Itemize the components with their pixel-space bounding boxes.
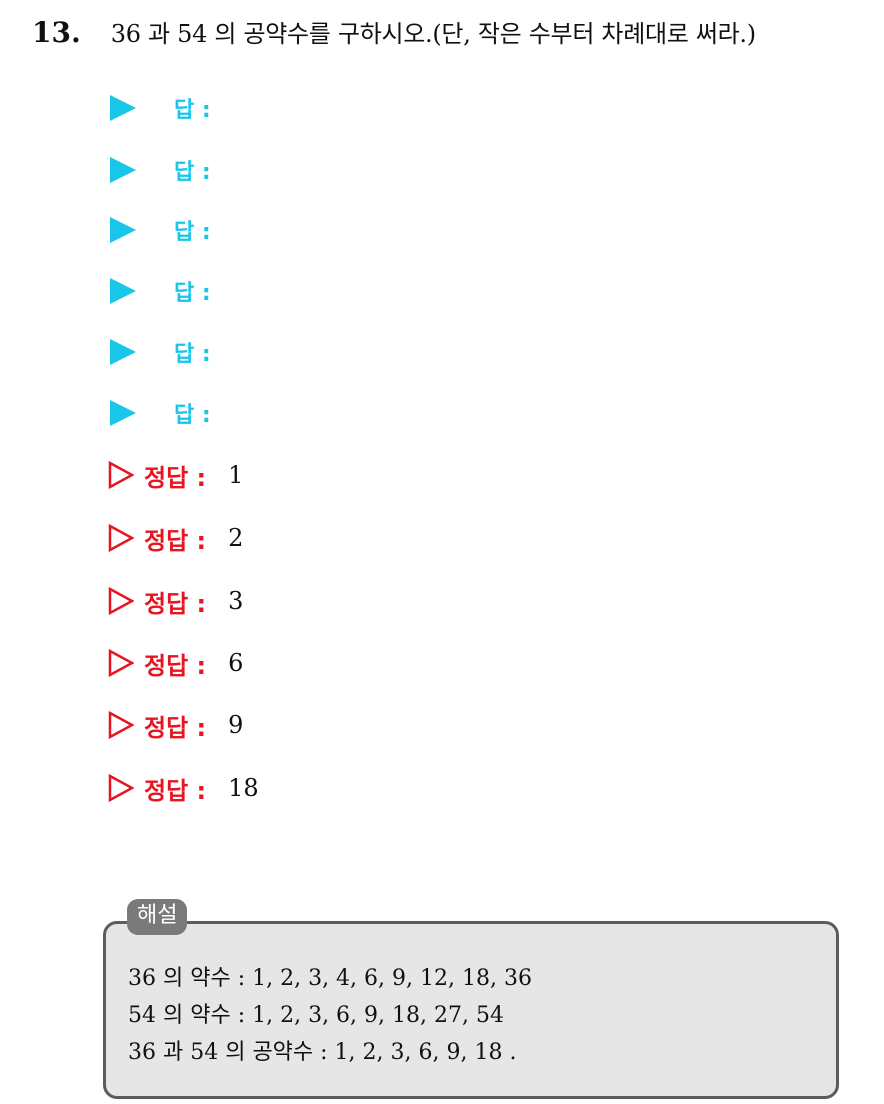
explanation-line: 54 의 약수 : 1, 2, 3, 6, 9, 18, 27, 54 (128, 1003, 504, 1028)
answer-label: 답 : (174, 220, 211, 245)
solution-row: 정답 : 2 (108, 518, 243, 558)
solution-label: 정답 : (144, 776, 207, 805)
solution-label: 정답 : (144, 526, 207, 555)
answer-row[interactable]: 답 : (110, 273, 211, 309)
solution-label: 정답 : (144, 589, 207, 618)
answer-row[interactable]: 답 : (110, 152, 211, 188)
outline-triangle-icon (108, 711, 134, 739)
play-triangle-icon (110, 339, 136, 365)
outline-triangle-icon (108, 461, 134, 489)
solution-value: 6 (228, 649, 244, 677)
outline-triangle-icon (108, 774, 134, 802)
solution-value: 18 (228, 774, 259, 802)
answer-label: 답 : (174, 342, 211, 367)
answer-row[interactable]: 답 : (110, 90, 211, 126)
outline-triangle-icon (108, 524, 134, 552)
outline-triangle-icon (108, 649, 134, 677)
explanation-line: 36 과 54 의 공약수 : 1, 2, 3, 6, 9, 18 . (128, 1040, 517, 1065)
solution-row: 정답 : 1 (108, 455, 243, 495)
play-triangle-icon (110, 400, 136, 426)
solution-value: 1 (228, 461, 244, 489)
answer-row[interactable]: 답 : (110, 334, 211, 370)
solution-label: 정답 : (144, 651, 207, 680)
play-triangle-icon (110, 95, 136, 121)
outline-triangle-icon (108, 587, 134, 615)
answer-label: 답 : (174, 160, 211, 185)
play-triangle-icon (110, 278, 136, 304)
question-text: 36 과 54 의 공약수를 구하시오.(단, 작은 수부터 차례대로 써라.) (110, 20, 756, 48)
solution-value: 9 (228, 711, 244, 739)
play-triangle-icon (110, 217, 136, 243)
solution-row: 정답 : 6 (108, 643, 243, 683)
answer-label: 답 : (174, 281, 211, 306)
question-line: 13. 36 과 54 의 공약수를 구하시오.(단, 작은 수부터 차례대로 … (32, 14, 756, 49)
solution-row: 정답 : 18 (108, 768, 259, 808)
solution-row: 정답 : 3 (108, 581, 243, 621)
explanation-title-tag: 해설 (127, 899, 188, 935)
answer-label: 답 : (174, 403, 211, 428)
answer-label: 답 : (174, 98, 211, 123)
solution-value: 2 (228, 524, 244, 552)
explanation-line: 36 의 약수 : 1, 2, 3, 4, 6, 9, 12, 18, 36 (128, 966, 532, 991)
solution-row: 정답 : 9 (108, 705, 243, 745)
explanation-box: 36 의 약수 : 1, 2, 3, 4, 6, 9, 12, 18, 36 5… (103, 921, 839, 1099)
answer-row[interactable]: 답 : (110, 395, 211, 431)
answer-row[interactable]: 답 : (110, 212, 211, 248)
explanation-body: 36 의 약수 : 1, 2, 3, 4, 6, 9, 12, 18, 36 5… (128, 960, 532, 1071)
solution-label: 정답 : (144, 463, 207, 492)
solution-value: 3 (228, 587, 244, 615)
solution-label: 정답 : (144, 713, 207, 742)
play-triangle-icon (110, 157, 136, 183)
question-number: 13. (32, 16, 81, 49)
